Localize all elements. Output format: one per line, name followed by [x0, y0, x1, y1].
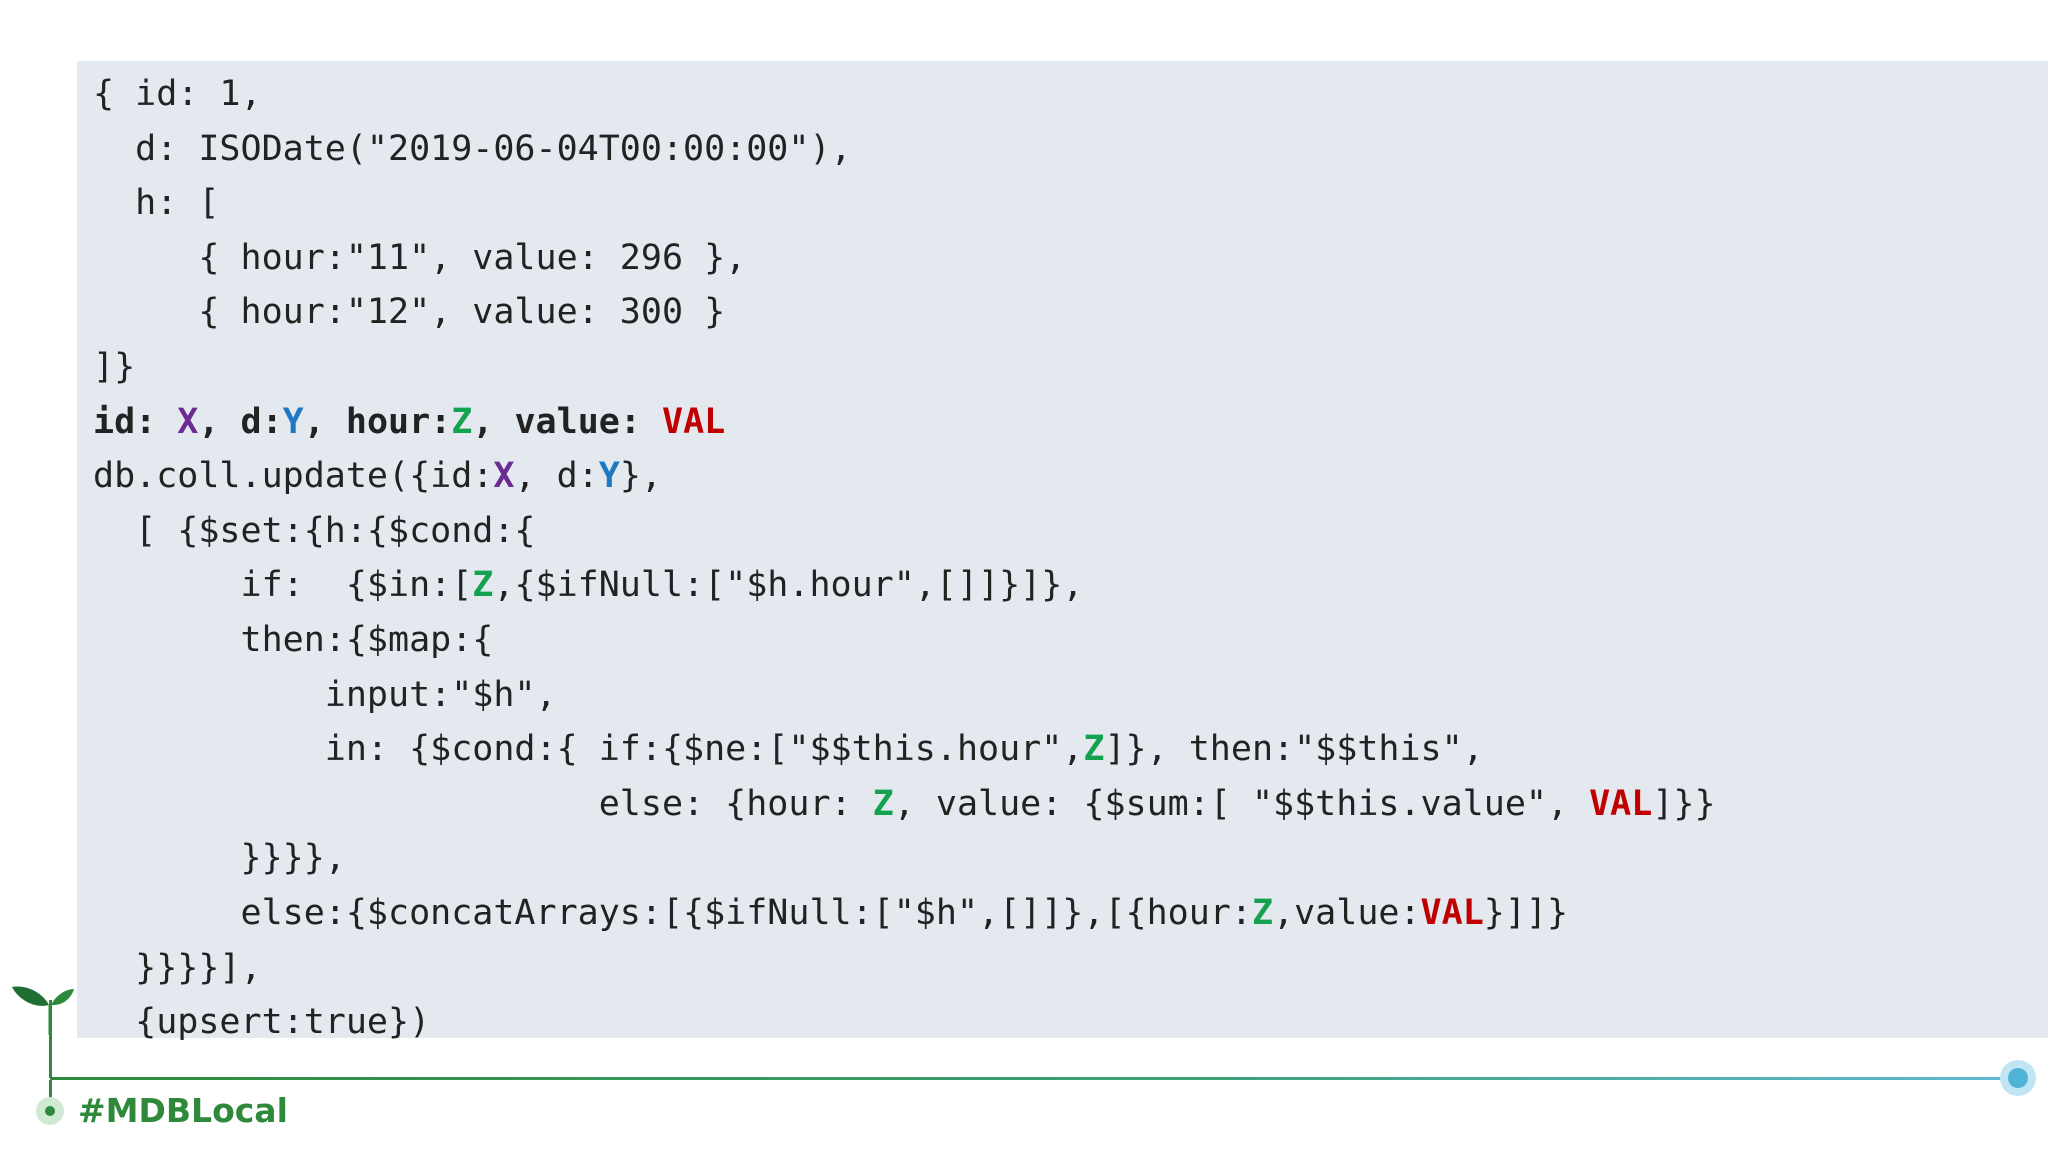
footer-start-dot-inner — [45, 1106, 55, 1116]
key-id: id: — [93, 401, 178, 442]
var-z: Z — [1083, 729, 1105, 770]
code-text: ]}} — [1652, 783, 1716, 824]
code-text: if: {$in:[ — [93, 565, 473, 606]
code-line-17: }}}}], — [93, 947, 262, 988]
footer-end-dot-inner — [2008, 1068, 2028, 1088]
code-line-10: if: {$in:[Z,{$ifNull:["$h.hour",[]]}]}, — [93, 558, 1716, 613]
code-text: ]}, then:"$$this", — [1104, 729, 1484, 770]
sprout-icon — [12, 986, 74, 1035]
key-hour: , hour: — [303, 401, 452, 442]
var-y: Y — [282, 401, 304, 442]
code-line-2: d: ISODate("2019-06-04T00:00:00"), — [93, 128, 852, 169]
footer-line — [50, 1077, 2018, 1080]
code-line-12: input:"$h", — [93, 674, 557, 715]
code-text: ,value: — [1273, 892, 1421, 933]
var-y: Y — [598, 456, 620, 497]
code-text: , d: — [514, 456, 599, 497]
code-text: else:{$concatArrays:[{$ifNull:["$h",[]]}… — [93, 892, 1252, 933]
code-line-18: {upsert:true}) — [93, 1002, 431, 1043]
var-x: X — [177, 401, 199, 442]
code-text: else: {hour: — [93, 783, 873, 824]
code-line-13: in: {$cond:{ if:{$ne:["$$this.hour",Z]},… — [93, 722, 1716, 777]
code-line-15: }}}}, — [93, 838, 346, 879]
code-line-9: [ {$set:{h:{$cond:{ — [93, 510, 536, 551]
code-line-14: else: {hour: Z, value: {$sum:[ "$$this.v… — [93, 777, 1716, 832]
code-line-1: { id: 1, — [93, 74, 262, 114]
code-line-5: { hour:"12", value: 300 } — [93, 292, 726, 333]
code-line-7: id: X, d:Y, hour:Z, value: VAL — [93, 395, 1716, 450]
var-val: VAL — [1420, 892, 1484, 933]
code-text: ,{$ifNull:["$h.hour",[]]}]}, — [493, 565, 1084, 606]
var-z: Z — [1251, 892, 1274, 933]
code-line-4: { hour:"11", value: 296 }, — [93, 237, 747, 278]
code-text: , value: {$sum:[ "$$this.value", — [893, 783, 1590, 824]
code-line-6: ]} — [93, 346, 136, 387]
code-line-8: db.coll.update({id:X, d:Y}, — [93, 449, 1716, 504]
var-z: Z — [451, 401, 473, 442]
key-d: , d: — [198, 401, 283, 442]
code-line-11: then:{$map:{ — [93, 619, 494, 660]
code-text: in: {$cond:{ if:{$ne:["$$this.hour", — [93, 729, 1084, 770]
event-hashtag: #MDBLocal — [78, 1091, 288, 1130]
var-val: VAL — [662, 401, 726, 442]
var-x: X — [493, 456, 515, 497]
code-line-3: h: [ — [93, 183, 220, 224]
code-text: }, — [619, 456, 662, 497]
code-text: }]]} — [1483, 892, 1569, 933]
key-value: , value: — [472, 401, 662, 442]
code-text: db.coll.update({id: — [93, 456, 494, 497]
var-val: VAL — [1589, 783, 1653, 824]
code-panel — [77, 61, 2048, 1038]
code-block: { id: 1, d: ISODate("2019-06-04T00:00:00… — [93, 67, 1716, 1050]
var-z: Z — [872, 783, 894, 824]
footer-stem — [49, 1000, 52, 1078]
footer-stem-lower — [49, 1080, 52, 1110]
var-z: Z — [472, 565, 494, 606]
code-line-16: else:{$concatArrays:[{$ifNull:["$h",[]]}… — [93, 886, 1716, 941]
